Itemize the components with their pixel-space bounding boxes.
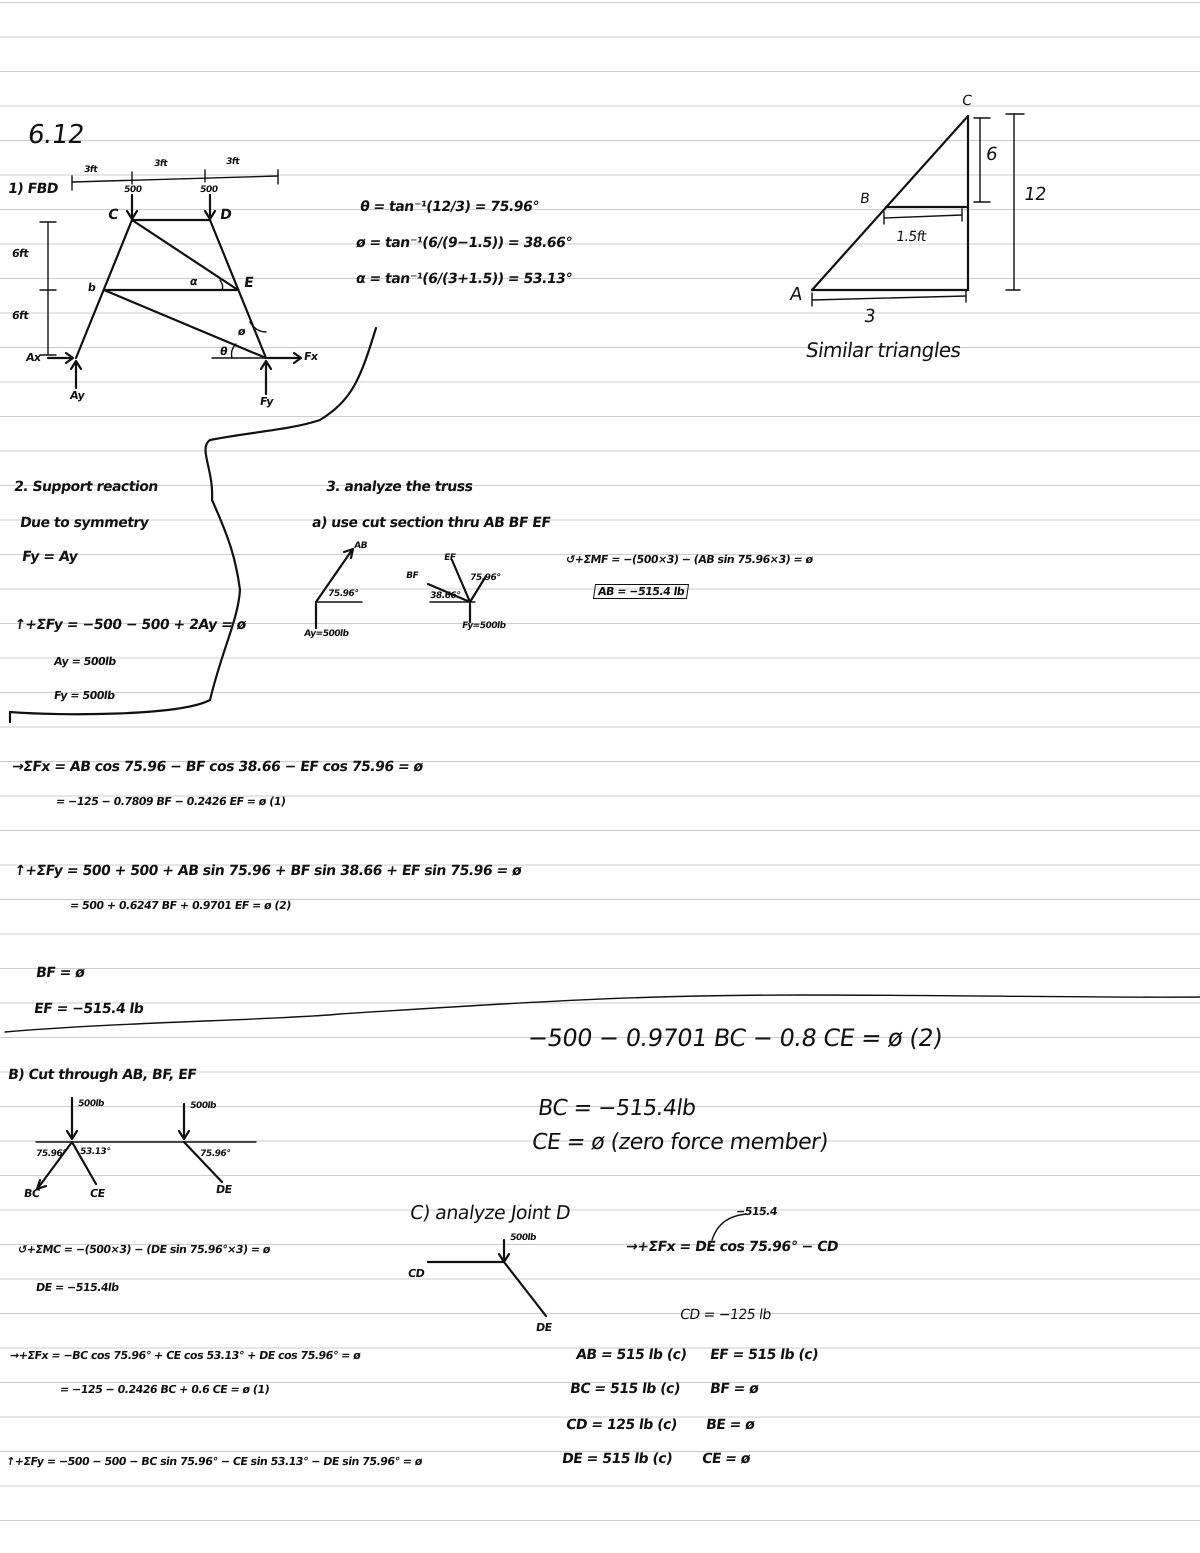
part-b-de-result: DE = −515.4lb xyxy=(35,1281,120,1294)
summary-ef: EF = 515 lb (c) xyxy=(708,1347,820,1363)
part-b-sum-fx-equation-2: = −125 − 0.2426 BC + 0.6 CE = ø (1) xyxy=(59,1383,271,1396)
summary-bf: BF = ø xyxy=(708,1381,760,1397)
bf-result-a: BF = ø xyxy=(34,965,86,981)
fbd-heading: 1) FBD xyxy=(6,181,59,197)
fbd-dim-2: 3ft xyxy=(153,159,168,169)
part-b-load1: 500lb xyxy=(77,1099,105,1109)
part-a-bf-label: BF xyxy=(405,571,419,581)
part-b-ce-result: CE = ø (zero force member) xyxy=(530,1130,830,1155)
part-c-load-label: 500lb xyxy=(509,1233,537,1243)
summary-de: DE = 515 lb (c) xyxy=(560,1451,674,1467)
node-e-label: E xyxy=(242,275,255,291)
part-b-de-label: DE xyxy=(215,1183,233,1196)
ab-result-boxed: AB = −515.4 lb xyxy=(592,584,690,599)
summary-bc: BC = 515 lb (c) xyxy=(568,1381,681,1397)
fbd-dim-1: 3ft xyxy=(83,165,98,175)
part-a-moment-equation: ↺+ΣMF = −(500×3) − (AB sin 75.96×3) = ø xyxy=(565,553,814,566)
ef-result-a: EF = −515.4 lb xyxy=(32,1001,145,1017)
support-fy-result: Fy = 500lb xyxy=(53,689,116,702)
part-c-cd-result: CD = −125 lb xyxy=(678,1307,772,1323)
part-a-angle1: 75.96° xyxy=(327,589,359,599)
part-a-angle2: 75.96° xyxy=(469,573,501,583)
node-b-label: b xyxy=(87,281,97,294)
triangle-a-label: A xyxy=(788,284,804,305)
support-sum-fy-equation: ↑+ΣFy = −500 − 500 + 2Ay = ø xyxy=(12,617,247,633)
similar-triangle-diagram xyxy=(810,113,1025,307)
support-ay-result: Ay = 500lb xyxy=(53,655,117,668)
part-a-angle3: 38.66° xyxy=(429,591,461,601)
part-a-ab-label: AB xyxy=(353,541,368,551)
part-b-heading: B) Cut through AB, BF, EF xyxy=(6,1067,198,1083)
fbd-dim-left-2: 6ft xyxy=(11,309,30,322)
triangle-dim-mid: 1.5ft xyxy=(894,229,928,245)
analyze-part-a: a) use cut section thru AB BF EF xyxy=(310,515,552,531)
fbd-load-2: 500 xyxy=(199,185,219,195)
part-b-angle2: 53.13° xyxy=(79,1147,111,1157)
triangle-caption: Similar triangles xyxy=(804,338,963,362)
sum-fy-equation: ↑+ΣFy = 500 + 500 + AB sin 75.96 + BF si… xyxy=(12,863,523,879)
sum-fx-equation-2: = −125 − 0.7809 BF − 0.2426 EF = ø (1) xyxy=(55,795,287,808)
fbd-truss-diagram xyxy=(39,169,303,396)
node-c-label: C xyxy=(106,207,119,223)
triangle-b-label: B xyxy=(858,191,871,207)
reaction-fy-label: Fy xyxy=(259,395,275,408)
part-c-de-value: −515.4 xyxy=(735,1205,778,1218)
part-c-cd-label: CD xyxy=(407,1267,426,1280)
problem-number: 6.12 xyxy=(25,120,86,150)
reaction-ax-label: Ax xyxy=(25,351,42,364)
triangle-c-label: C xyxy=(960,93,973,109)
part-b-sum-fx-equation: →+ΣFx = −BC cos 75.96° + CE cos 53.13° +… xyxy=(9,1349,362,1362)
part-b-ce-label: CE xyxy=(89,1187,106,1200)
phi-equation: ø = tan⁻¹(6/(9−1.5)) = 38.66° xyxy=(354,235,573,251)
section-divider-middle xyxy=(4,994,1200,1033)
fbd-dim-3: 3ft xyxy=(225,157,240,167)
sum-fy-equation-2: = 500 + 0.6247 BF + 0.9701 EF = ø (2) xyxy=(69,899,292,912)
part-b-section-sketches xyxy=(35,1096,257,1191)
part-a-ay-label: Ay=500lb xyxy=(303,629,350,639)
summary-be: BE = ø xyxy=(704,1417,756,1433)
fbd-load-1: 500 xyxy=(123,185,143,195)
triangle-dim-whole: 12 xyxy=(1022,184,1048,205)
part-b-equation-2: −500 − 0.9701 BC − 0.8 CE = ø (2) xyxy=(526,1024,944,1052)
support-fy-eq-ay: Fy = Ay xyxy=(20,549,79,565)
support-symmetry: Due to symmetry xyxy=(18,515,150,531)
part-b-angle3: 75.96° xyxy=(199,1149,231,1159)
summary-cd: CD = 125 lb (c) xyxy=(564,1417,678,1433)
reaction-fx-label: Fx xyxy=(303,350,319,363)
part-c-joint-sketch xyxy=(426,1213,747,1318)
summary-ab: AB = 515 lb (c) xyxy=(574,1347,688,1363)
part-b-sum-fy-equation: ↑+ΣFy = −500 − 500 − BC sin 75.96° − CE … xyxy=(5,1455,423,1468)
node-d-label: D xyxy=(218,207,233,223)
part-b-moment-equation: ↺+ΣMC = −(500×3) − (DE sin 75.96°×3) = ø xyxy=(17,1243,271,1256)
part-c-heading: C) analyze Joint D xyxy=(408,1202,572,1224)
support-heading: 2. Support reaction xyxy=(12,479,159,495)
alpha-equation: α = tan⁻¹(6/(3+1.5)) = 53.13° xyxy=(354,271,573,287)
fbd-dim-left-1: 6ft xyxy=(11,247,30,260)
analyze-heading: 3. analyze the truss xyxy=(324,479,474,495)
theta-equation: θ = tan⁻¹(12/3) = 75.96° xyxy=(358,199,540,215)
part-c-de-label: DE xyxy=(535,1321,553,1334)
sum-fx-equation: →ΣFx = AB cos 75.96 − BF cos 38.66 − EF … xyxy=(10,759,424,775)
part-b-bc-label: BC xyxy=(23,1187,41,1200)
summary-ce: CE = ø xyxy=(700,1451,752,1467)
part-b-angle1: 75.96° xyxy=(35,1149,67,1159)
part-a-section-sketches xyxy=(314,547,488,630)
part-c-sum-fx-equation: →+ΣFx = DE cos 75.96° − CD xyxy=(624,1239,840,1255)
section-divider-upper xyxy=(8,326,378,724)
part-b-load2: 500lb xyxy=(189,1101,217,1111)
part-b-bc-result: BC = −515.4lb xyxy=(536,1096,698,1121)
reaction-ay-label: Ay xyxy=(69,389,86,402)
part-a-ef-label: EF xyxy=(443,553,457,563)
part-a-fy-label: Fy=500lb xyxy=(461,621,507,631)
